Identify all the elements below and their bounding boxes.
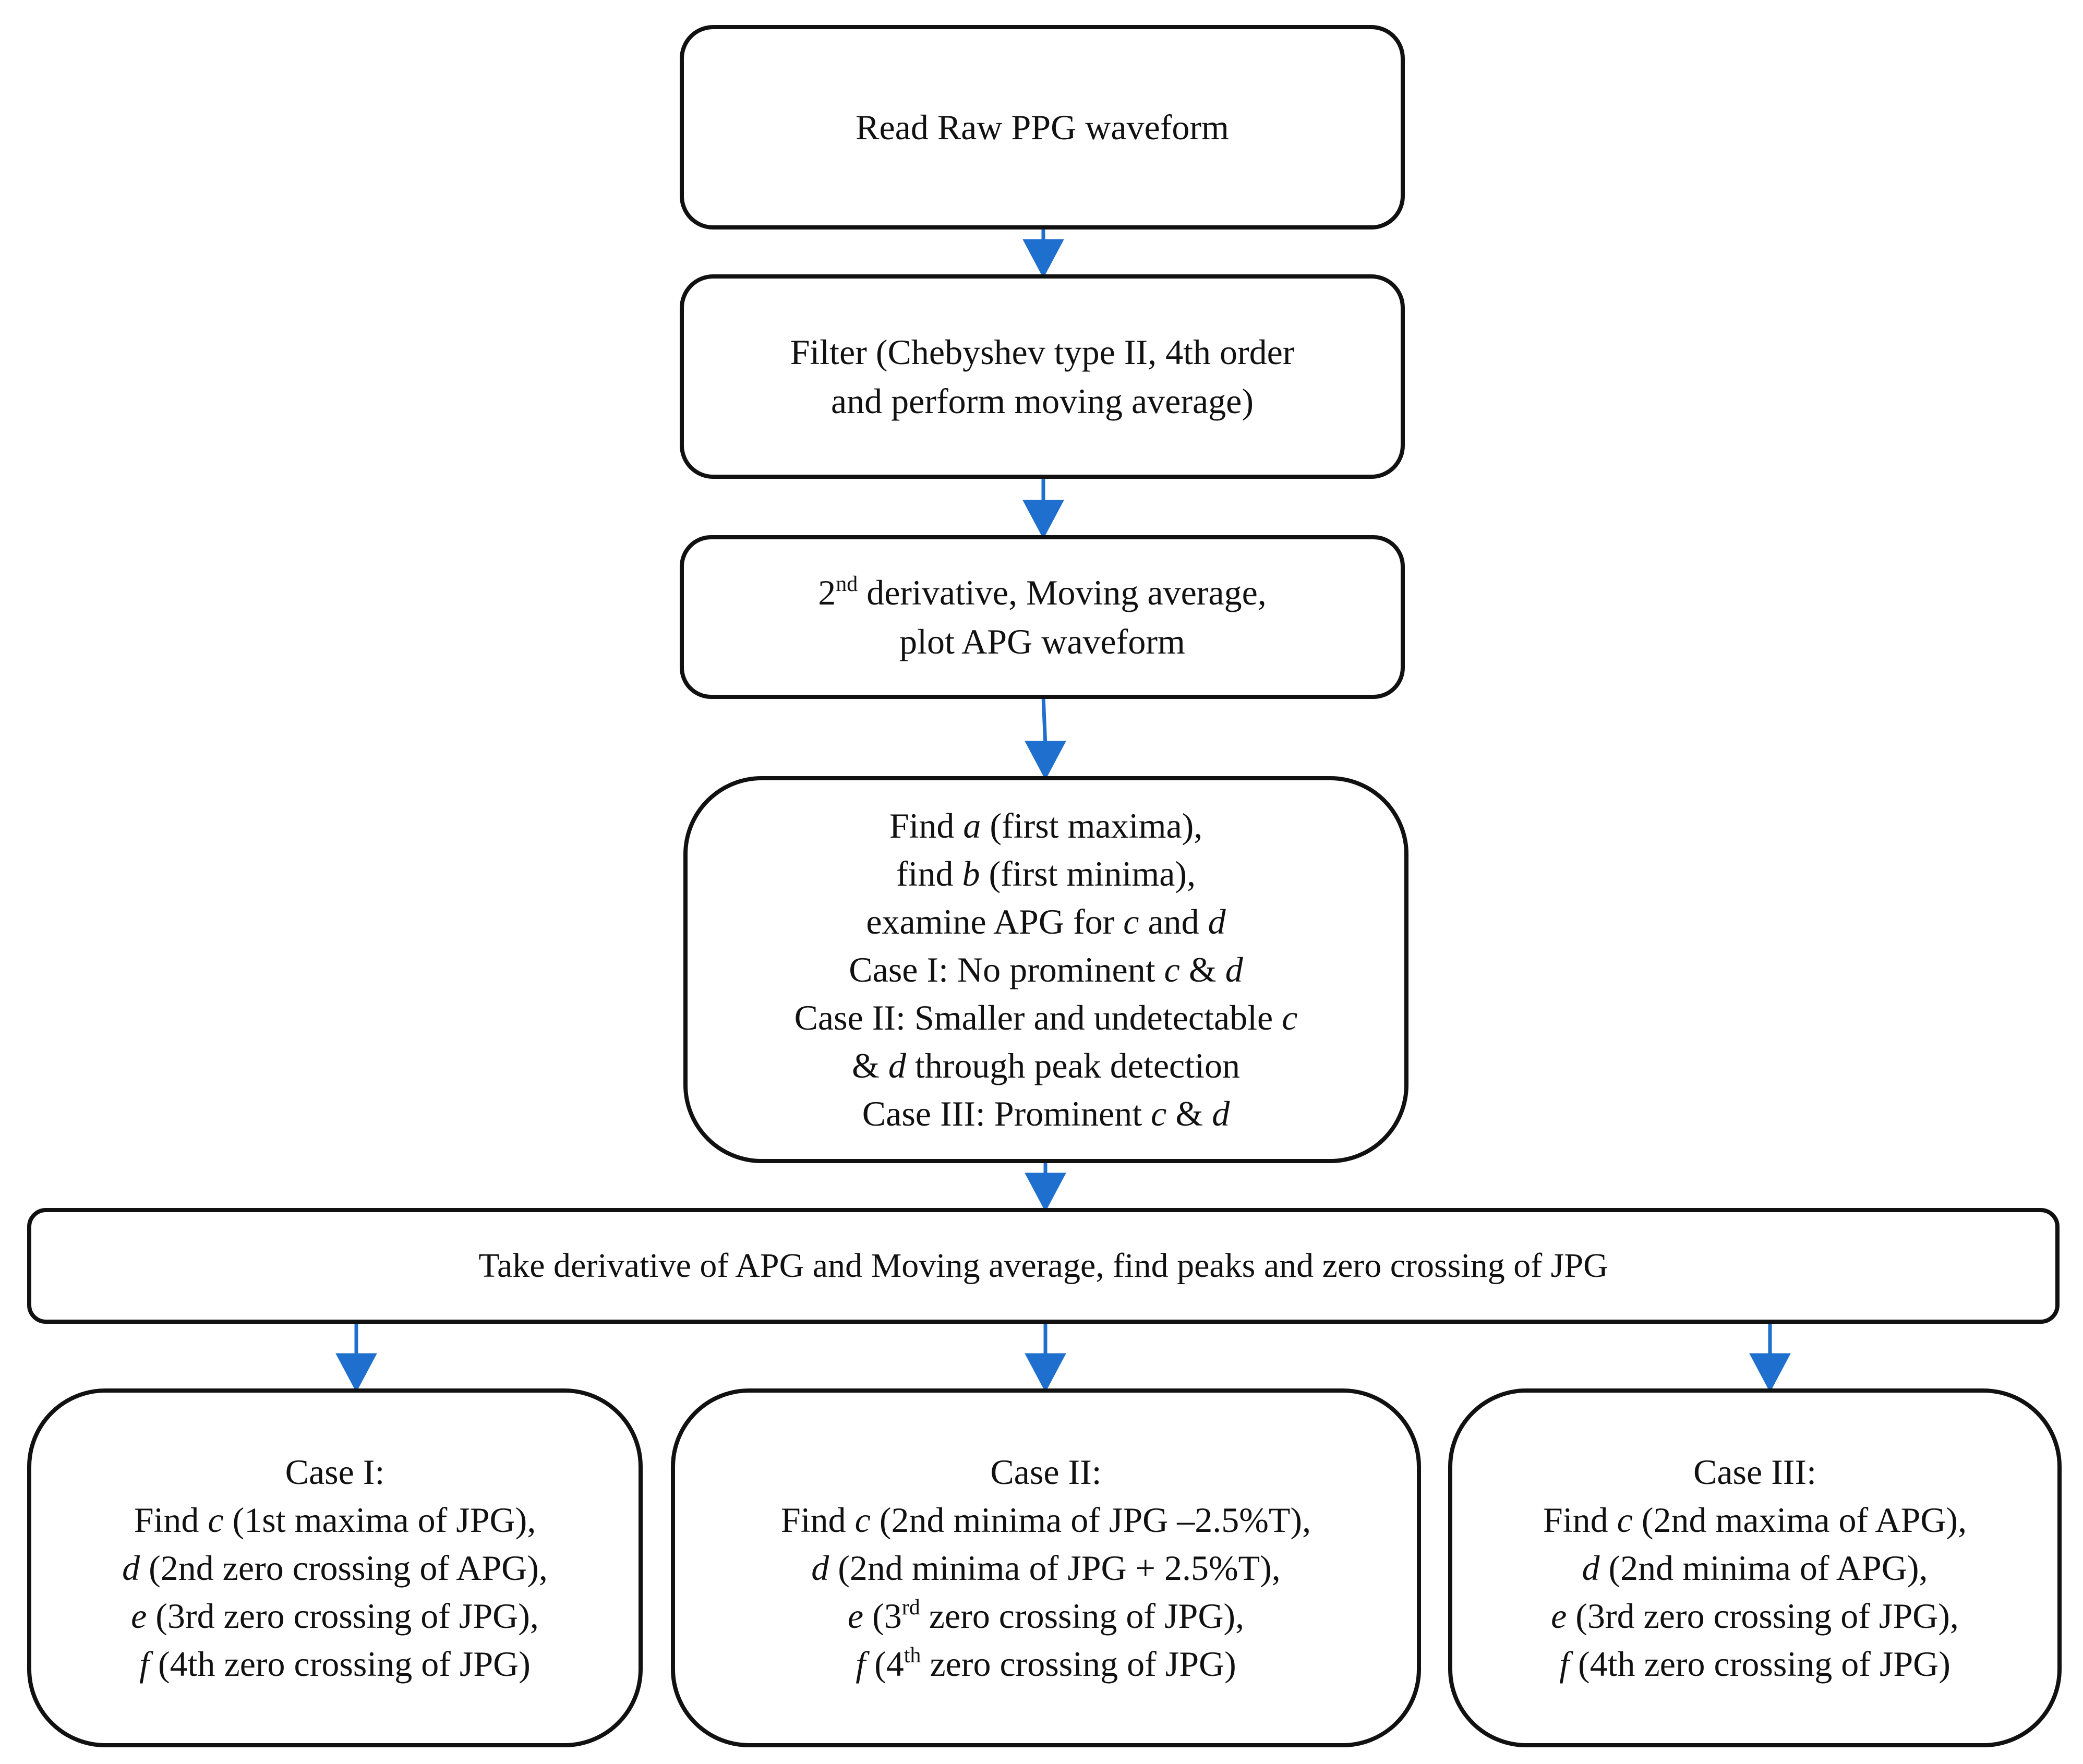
case2-line1: Find c (2nd minima of JPG –2.5%T), (780, 1500, 1311, 1540)
read-raw-ppg-box: Read Raw PPG waveform (680, 25, 1405, 229)
case3-box: Case III: Find c (2nd maxima of APG), d … (1448, 1388, 2062, 1747)
case3-summary-line: Case III: Prominent c & d (862, 1094, 1230, 1133)
case3-line3: e (3rd zero crossing of JPG), (1551, 1596, 1959, 1636)
case1-line4: f (4th zero crossing of JPG) (139, 1644, 531, 1684)
case2-title: Case II: (990, 1452, 1102, 1492)
filter-label-line1: Filter (Chebyshev type II, 4th order (790, 332, 1295, 372)
case1-line3: e (3rd zero crossing of JPG), (131, 1596, 539, 1636)
second-derivative-box: 2nd derivative, Moving average, plot APG… (680, 535, 1405, 699)
arrow-jpg-to-case3-head (1749, 1353, 1791, 1393)
second-derivative-line1: 2nd derivative, Moving average, (818, 572, 1267, 612)
case3-title: Case III: (1693, 1452, 1816, 1492)
case2-line3: e (3rd zero crossing of JPG), (847, 1596, 1245, 1636)
arrow-read-to-filter-head (1022, 239, 1064, 279)
examine-apg-line: examine APG for c and d (866, 902, 1226, 941)
case2-line2: d (2nd minima of JPG + 2.5%T), (811, 1548, 1281, 1588)
jpg-derivative-label: Take derivative of APG and Moving averag… (478, 1247, 1608, 1285)
jpg-derivative-box: Take derivative of APG and Moving averag… (27, 1208, 2060, 1324)
case2-summary-line2: & d through peak detection (851, 1046, 1241, 1085)
read-raw-ppg-label: Read Raw PPG waveform (856, 107, 1229, 147)
arrow-find-to-jpg-head (1025, 1173, 1066, 1212)
second-derivative-line2: plot APG waveform (899, 622, 1185, 661)
case2-summary-line1: Case II: Smaller and undetectable c (794, 998, 1298, 1037)
case2-line4: f (4th zero crossing of JPG) (856, 1644, 1236, 1684)
case1-line1: Find c (1st maxima of JPG), (134, 1500, 536, 1540)
case3-line2: d (2nd minima of APG), (1582, 1548, 1928, 1588)
arrow-derivative-to-find-head (1025, 741, 1066, 780)
case2-box: Case II: Find c (2nd minima of JPG –2.5%… (671, 1388, 1421, 1747)
filter-box: Filter (Chebyshev type II, 4th order and… (680, 274, 1405, 479)
case1-line2: d (2nd zero crossing of APG), (122, 1548, 548, 1588)
arrow-derivative-to-find (1041, 696, 1047, 746)
case1-summary-line: Case I: No prominent c & d (849, 950, 1243, 989)
arrow-jpg-to-case1-head (335, 1353, 377, 1393)
case3-line4: f (4th zero crossing of JPG) (1559, 1644, 1950, 1684)
find-a-line: Find a (first maxima), (889, 806, 1203, 845)
arrow-filter-to-derivative-head (1022, 500, 1064, 539)
find-points-box: Find a (first maxima), find b (first min… (683, 776, 1408, 1163)
case1-title: Case I: (285, 1452, 385, 1492)
arrow-jpg-to-case2-head (1025, 1353, 1066, 1393)
case3-line1: Find c (2nd maxima of APG), (1543, 1500, 1967, 1540)
find-b-line: find b (first minima), (896, 854, 1196, 893)
case1-box: Case I: Find c (1st maxima of JPG), d (2… (27, 1388, 643, 1747)
filter-label-line2: and perform moving average) (831, 381, 1254, 421)
